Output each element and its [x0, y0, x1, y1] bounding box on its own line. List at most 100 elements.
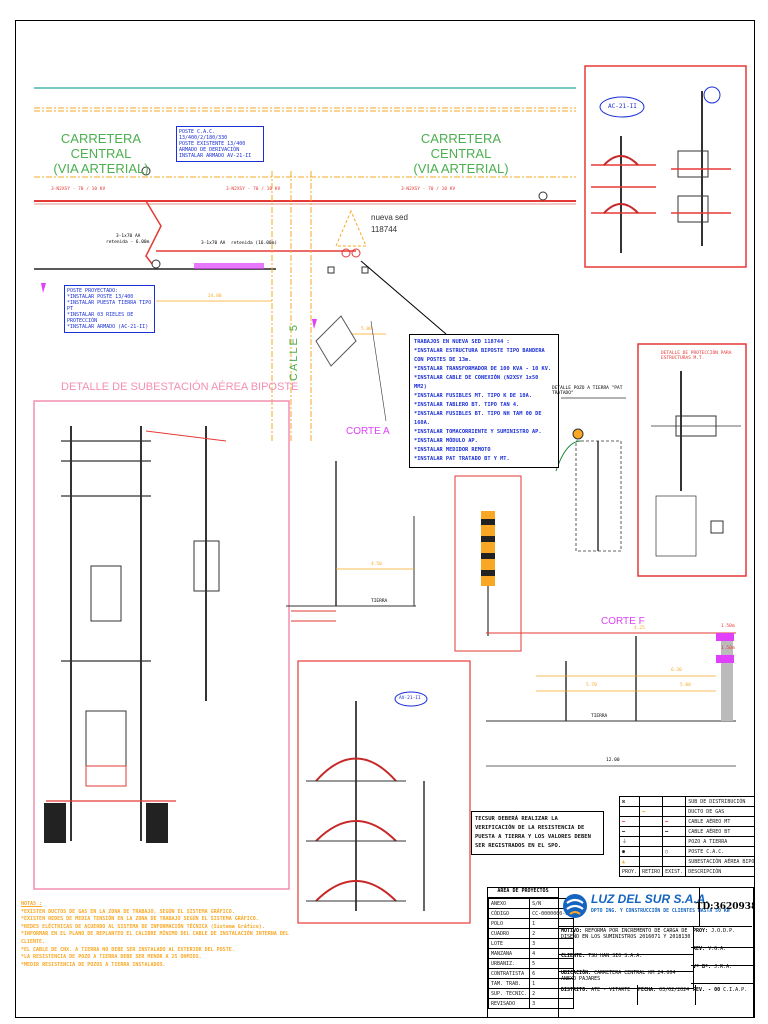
work-line: *INSTALAR FUSIBLES MT. TIPO K DE 10A.: [414, 393, 532, 399]
grid-key: CUADRO: [487, 928, 531, 939]
projected-pole-icon: [151, 259, 161, 269]
proteccion-title: DETALLE DE PROTECCIÓN PARA ESTRUCTURAS M…: [661, 351, 732, 361]
note-item: *MEDIR RESISTENCIA DE POZOS A TIERRA INS…: [21, 961, 166, 968]
height-tag: [716, 633, 734, 641]
note-item: *EXISTEN REDES DE MEDIA TENSIÓN EN LA ZO…: [21, 916, 259, 923]
rail-stripe: [481, 536, 495, 542]
legend-row: SUB DE DISTRIBUCIÓN: [685, 796, 754, 807]
note-line: INSTALAR ARMADO AV-21-II: [179, 153, 252, 159]
plan-view: [33, 65, 747, 924]
cable-label: 3-1x70 AA: [116, 234, 141, 239]
av21-label-ellipse: [394, 691, 428, 707]
height-label: 1.50m: [721, 646, 735, 651]
field-value: V.G.A.: [708, 946, 727, 952]
corte-a-title: CORTE A: [346, 426, 390, 437]
grid-key: LOTE: [487, 938, 531, 949]
legend-footer: PROY.: [618, 866, 641, 877]
pozo-title: DETALLE POZO A TIERRA "PAT TRATADO": [552, 386, 623, 396]
rail-stripe: [481, 553, 495, 559]
grid-key: SUP. TECNIC.: [487, 988, 531, 999]
grid-key: MANZANA: [487, 948, 531, 959]
detail-circle: [703, 86, 721, 104]
bracket-detail: [677, 195, 709, 223]
insulator-arc: [315, 880, 397, 902]
new-sed-label: nueva sed: [371, 213, 408, 222]
legend-footer: EXIST.: [662, 866, 687, 877]
transformer-icon: [351, 248, 361, 258]
gas-marker-icon: [312, 319, 317, 329]
existing-pole-icon: [141, 166, 151, 176]
transformer-icon: [341, 248, 351, 258]
road-name-left: CARRETERA CENTRAL (VIA ARTERIAL): [41, 131, 161, 176]
work-line: *INSTALAR MEDIDOR REMOTO: [414, 447, 491, 453]
work-line: *INSTALAR MÓDULO AP.: [414, 438, 478, 444]
note-line: *INSTALAR ARMADO (AC-21-II): [67, 324, 149, 330]
note-line: ARMADO DE DERIVACIÓN: [179, 147, 240, 153]
field-label: FECHA:: [638, 987, 657, 993]
road-sub: (VIA ARTERIAL): [413, 161, 509, 176]
gas-marker-icon: [41, 283, 46, 293]
insulator-arc: [603, 203, 639, 214]
field-value: ATE - VITARTE: [591, 987, 631, 993]
field-label: Vº Bº:: [693, 964, 712, 970]
work-list-box: TRABAJOS EN NUEVA SED 118744 : *INSTALAR…: [409, 334, 559, 468]
height-tag: [716, 655, 734, 663]
fecha-field: FECHA: 03/02/2024: [636, 985, 696, 1005]
meter-box-icon: [85, 765, 127, 787]
legend-table: ⊠SUB DE DISTRIBUCIÓN ━DUCTO DE GAS ━━CAB…: [618, 796, 754, 877]
grid-key: URBANIZ.: [487, 958, 531, 969]
note-line: POSTE EXISTENTE 13/400: [179, 141, 246, 147]
proteccion-frame: [637, 343, 747, 577]
rev2-field: REV. - 00 C.I.A.P.: [691, 985, 754, 1005]
field-label: DISTRITO:: [561, 987, 589, 993]
grid-value: 3: [529, 998, 575, 1009]
rail-stripe: [481, 519, 495, 525]
distrito-field: DISTRITO: ATE - VITARTE: [559, 985, 638, 1005]
street-name: CALLE 5: [288, 322, 300, 381]
grid-key: TAM. TRAB.: [487, 978, 531, 989]
existing-pole-note: POSTE C.A.C. 13/400/2/180/330 POSTE EXIS…: [176, 126, 264, 162]
legend-row: CABLE AÉREO MT: [685, 816, 754, 827]
legend-row: SUBESTACIÓN AÉREA BIPOSTE: [685, 856, 754, 867]
ground-well-icon: [327, 266, 335, 274]
leader-line: [360, 260, 447, 335]
note-line: *INSTALAR 03 RIELES DE PROTECCIÓN: [67, 312, 134, 324]
company-subtitle: DPTO ING. Y CONSTRUCCIÓN DE CLIENTES HAS…: [591, 909, 730, 914]
dimension-label: 5.00: [680, 683, 691, 688]
dimension-label: 5.70: [586, 683, 597, 688]
field-value: 03/02/2024: [659, 987, 690, 993]
dimension-label: 4.25: [634, 626, 645, 631]
work-line: *INSTALAR PAT TRATADO BT Y MT.: [414, 456, 510, 462]
grid-key: ANEXO: [487, 898, 531, 909]
proy-field: PROY: J.O.D.P.: [691, 926, 754, 948]
bracket-detail: [677, 150, 709, 178]
note-item: *EXISTEN DUCTOS DE GAS EN LA ZONA DE TRA…: [21, 908, 235, 915]
ground-cable: [555, 440, 582, 472]
company-header: LUZ DEL SUR S.A.A. DPTO ING. Y CONSTRUCC…: [559, 888, 754, 927]
cable-label: retenida - 6.00m: [106, 240, 150, 245]
work-line: *INSTALAR TABLERO BT. TIPO TAN 4.: [414, 402, 520, 408]
tablero-icon: [85, 710, 127, 767]
gas-duct: [194, 263, 264, 269]
work-line: *INSTALAR FUSIBLES BT. TIPO NH TAM 00 DE…: [414, 411, 542, 426]
leader-line: [370, 320, 387, 422]
work-line: *INSTALAR TRANSFORMADOR DE 100 KVA - 10 …: [414, 366, 552, 372]
dimension-label: 5.00: [361, 327, 372, 332]
cliente-field: CLIENTE: TSU HAN SIO S.A.A.: [559, 951, 694, 972]
rev-field: REV: V.G.A.: [691, 944, 754, 966]
rail-protection: [481, 511, 495, 586]
notes-title: NOTAS :: [21, 901, 43, 907]
vb-field: Vº Bº: J.R.A.: [691, 962, 754, 984]
projected-pole-note: POSTE PROYECTADO: *INSTALAR POSTE 13/400…: [64, 285, 155, 333]
height-label: 1.50m: [721, 624, 735, 629]
road-name: CARRETERA CENTRAL: [420, 131, 502, 161]
grid-key: POLO: [487, 918, 531, 929]
subestacion-title: DETALLE DE SUBESTACIÓN AÉREA BIPOSTE: [61, 381, 299, 393]
rail-stripe: [481, 570, 495, 576]
note-line: POSTE PROYECTADO:: [67, 288, 119, 294]
transformer-icon: [90, 565, 122, 622]
ubicacion-field: UBICACIÓN: CARRETERA CENTRAL KM 24.004 A…: [559, 968, 694, 989]
field-label: REV:: [693, 946, 706, 952]
insulator-arc: [315, 757, 397, 782]
ac21-label: AC-21-II: [608, 103, 637, 110]
